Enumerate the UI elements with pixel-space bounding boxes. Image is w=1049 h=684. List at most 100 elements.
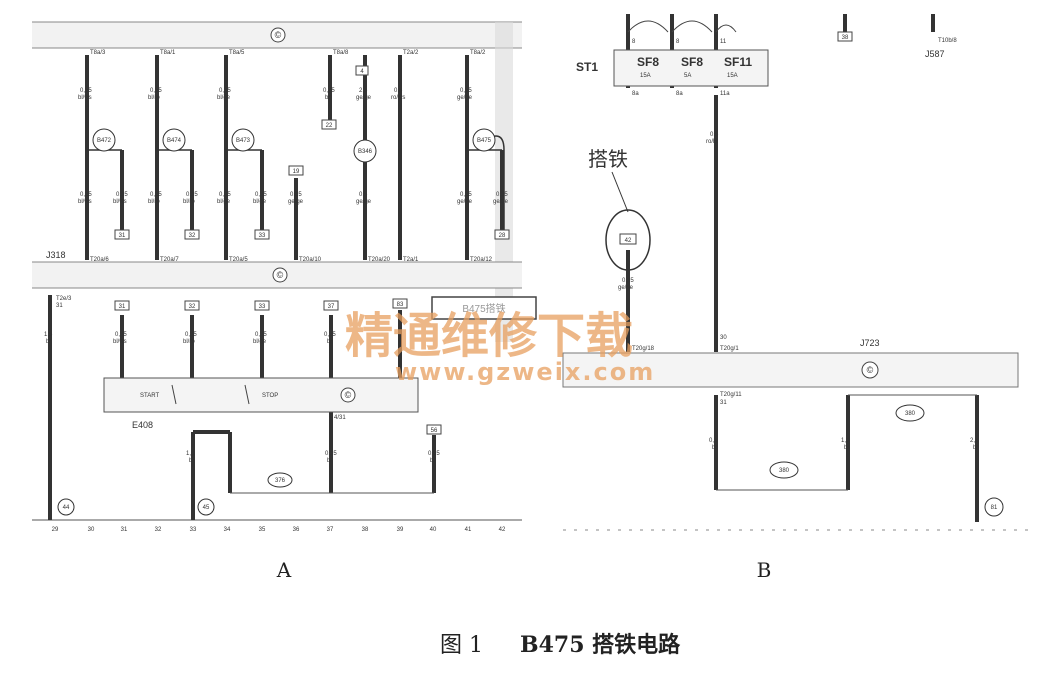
switch-stop: STOP <box>262 393 278 399</box>
mid-bus-symbol <box>272 267 288 283</box>
fuse2-top: 8 <box>676 39 680 45</box>
ref-42: 42 <box>625 238 632 244</box>
splice-b473 <box>231 128 255 152</box>
conn-t20a6: T20a/6 <box>90 257 109 263</box>
splice-b474 <box>162 128 186 152</box>
splice-b475 <box>472 128 496 152</box>
bw-ref-5: 83 <box>397 302 404 308</box>
lw-11-color: ge/ge <box>493 199 509 205</box>
j723-symbol-text: © <box>867 365 874 375</box>
bw-ref-2: 32 <box>189 304 196 310</box>
switch-symbol-text: © <box>345 390 352 400</box>
gnd-pin: 31 <box>56 303 63 309</box>
svg-text:36: 36 <box>293 527 300 533</box>
svg-text:41: 41 <box>465 527 472 533</box>
circle-44-label: 44 <box>63 505 70 511</box>
top-wire-1-conn: T8a/3 <box>90 50 106 56</box>
svg-text:31: 31 <box>121 527 128 533</box>
conn-t20a12: T20a/12 <box>470 257 493 263</box>
fusebox-st1 <box>613 49 769 87</box>
conn-t10b8: T10b/8 <box>938 38 957 44</box>
box-56: 56 <box>431 428 438 434</box>
module-j723-bus <box>562 352 1019 388</box>
watermark-url: www.gzweix.com <box>395 358 655 386</box>
caption-title: B475 搭铁电路 <box>520 632 681 658</box>
box-ref-4: 4 <box>360 69 364 75</box>
bw-4-color: br <box>327 339 332 345</box>
conn-t20a5: T20a/5 <box>229 257 248 263</box>
bw-4-size: 0,35 <box>324 332 336 338</box>
ground-wire-color: ge/ge <box>618 285 634 291</box>
lw-2-size: 0,35 <box>116 192 128 198</box>
fuse3-bottom: 11a <box>720 91 730 97</box>
circle-380-b-label: 380 <box>905 411 916 417</box>
conn-t20g18: T20g/18 <box>632 346 655 352</box>
main-wire-color: ro/bl <box>706 139 718 145</box>
bw-3-size: 0,35 <box>255 332 267 338</box>
box56-color: br <box>430 458 435 464</box>
lw-10-color: ge/ge <box>457 199 473 205</box>
bw-ref-3: 33 <box>259 304 266 310</box>
main-wire-size: 0,5 <box>710 132 719 138</box>
top-wire-6-color: ro/ws <box>391 95 405 101</box>
pin-30: 30 <box>720 335 727 341</box>
circle-44 <box>57 498 75 516</box>
b-lw1-color: br <box>712 445 717 451</box>
top-wire-7-conn: T8a/2 <box>470 50 486 56</box>
pin-31: 31 <box>720 400 727 406</box>
conn-t20g1: T20g/1 <box>720 346 739 352</box>
fuse1-top: 8 <box>632 39 636 45</box>
fuse2-bottom: 8a <box>676 91 683 97</box>
top-wire-3-size: 0,35 <box>219 88 231 94</box>
svg-text:34: 34 <box>224 527 231 533</box>
svg-text:30: 30 <box>88 527 95 533</box>
conn-t20a10: T20a/10 <box>299 257 322 263</box>
conn-t20a20: T20a/20 <box>368 257 391 263</box>
fuse1-name: SF8 <box>637 55 659 69</box>
splice-b474-label: B474 <box>167 138 182 144</box>
fuse2-rating: 5A <box>684 73 691 79</box>
mid-bus-symbol-text: © <box>277 270 284 280</box>
w10-color: br <box>189 458 194 464</box>
splice-b346 <box>353 139 377 163</box>
top-wire-3-conn: T8a/5 <box>229 50 245 56</box>
circle-380-b <box>895 404 925 422</box>
lw-11-size: 0,35 <box>496 192 508 198</box>
top-wire-4-conn: T8a/8 <box>333 50 349 56</box>
svg-text:39: 39 <box>397 527 404 533</box>
panel-b: ST1 8 8 11 SF8 15A SF8 5A SF11 15A 8a 8a… <box>562 14 1030 582</box>
watermark-cn: 精通维修下载 <box>345 308 633 364</box>
conn-t20g11: T20g/11 <box>720 392 742 398</box>
lw-7-size: 0,35 <box>290 192 302 198</box>
module-j318: J318 <box>46 250 66 260</box>
panel-b-label: B <box>757 558 772 582</box>
splice-b473-label: B473 <box>236 138 251 144</box>
box-ref-19: 19 <box>293 169 300 175</box>
splice-b472 <box>92 128 116 152</box>
top-wire-4-color: br <box>325 95 330 101</box>
lw-3-size: 0,35 <box>150 192 162 198</box>
panel-a: © © J318 T8 <box>32 21 537 582</box>
j723-symbol <box>861 361 879 379</box>
bw-1-size: 0,35 <box>115 332 127 338</box>
bw-ref-1: 31 <box>119 304 126 310</box>
fuse3-name: SF11 <box>724 55 752 69</box>
top-wire-7-color: ge/ge <box>457 95 473 101</box>
top-wire-2-size: 0,35 <box>150 88 162 94</box>
lw-4-size: 0,35 <box>186 192 198 198</box>
switch-symbol <box>340 387 356 403</box>
lw-6-color: bl/ge <box>253 199 267 205</box>
lw-10-size: 0,35 <box>460 192 472 198</box>
circle-376-label: 376 <box>275 478 286 484</box>
circle-380-a <box>769 461 799 479</box>
svg-text:32: 32 <box>155 527 162 533</box>
b475-ground-box <box>431 296 537 320</box>
box56-size: 0,35 <box>428 451 440 457</box>
bw-2-color: bl/ro <box>183 339 195 345</box>
circle-81 <box>984 497 1004 517</box>
box-top-38: 38 <box>842 35 849 41</box>
sw-out-size: 0,35 <box>325 451 337 457</box>
lw-2-color: bl/ws <box>113 199 127 205</box>
fuse1-rating: 15A <box>640 73 651 79</box>
